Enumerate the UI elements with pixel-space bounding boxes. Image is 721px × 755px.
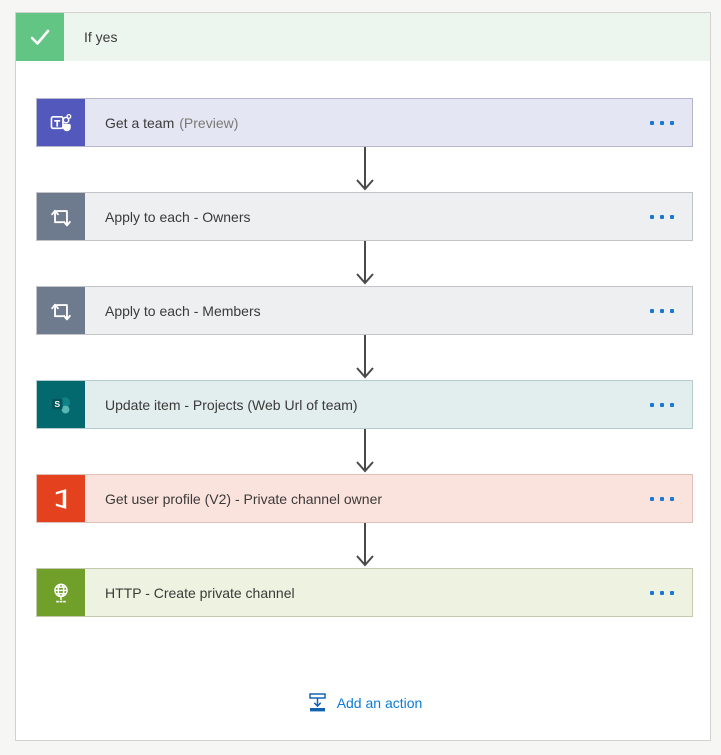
row-menu-button[interactable] [632, 381, 692, 428]
add-action-label: Add an action [336, 694, 423, 711]
action-update-item[interactable]: S Update item - Projects (Web Url of tea… [36, 380, 693, 429]
branch-header[interactable]: If yes [16, 13, 710, 61]
action-apply-to-each-owners[interactable]: Apply to each - Owners [36, 192, 693, 241]
action-apply-to-each-members[interactable]: Apply to each - Members [36, 286, 693, 335]
checkmark-icon [16, 13, 64, 61]
add-action-button[interactable]: Add an action [303, 690, 427, 715]
insert-step-icon [307, 692, 328, 713]
globe-icon [37, 569, 85, 616]
row-menu-button[interactable] [632, 99, 692, 146]
connector-arrow [36, 241, 693, 286]
row-menu-button[interactable] [632, 569, 692, 616]
action-preview-tag: (Preview) [179, 114, 239, 131]
action-title: Get user profile (V2) - Private channel … [105, 490, 383, 507]
ellipsis-icon [650, 214, 654, 219]
connector-arrow [36, 335, 693, 380]
actions-list: Get a team (Preview) [16, 61, 710, 715]
action-http-create-private-channel[interactable]: HTTP - Create private channel [36, 568, 693, 617]
action-title: Update item - Projects (Web Url of team) [105, 396, 358, 413]
loop-icon [37, 287, 85, 334]
action-get-user-profile[interactable]: Get user profile (V2) - Private channel … [36, 474, 693, 523]
if-yes-branch: If yes Get a team (Preview) [15, 12, 711, 741]
action-title: Apply to each - Owners [105, 208, 251, 225]
connector-arrow [36, 429, 693, 474]
action-get-a-team[interactable]: Get a team (Preview) [36, 98, 693, 147]
row-menu-button[interactable] [632, 475, 692, 522]
branch-title: If yes [64, 13, 710, 61]
ellipsis-icon [650, 120, 654, 125]
teams-icon [37, 99, 85, 146]
ellipsis-icon [650, 308, 654, 313]
connector-arrow [36, 523, 693, 568]
action-title: Get a team [105, 114, 175, 131]
connector-arrow [36, 147, 693, 192]
ellipsis-icon [650, 496, 654, 501]
row-menu-button[interactable] [632, 193, 692, 240]
action-title: Apply to each - Members [105, 302, 261, 319]
row-menu-button[interactable] [632, 287, 692, 334]
ellipsis-icon [650, 402, 654, 407]
action-title: HTTP - Create private channel [105, 584, 295, 601]
ellipsis-icon [650, 590, 654, 595]
office365-icon [37, 475, 85, 522]
sharepoint-icon: S [37, 381, 85, 428]
loop-icon [37, 193, 85, 240]
svg-text:S: S [54, 399, 60, 409]
